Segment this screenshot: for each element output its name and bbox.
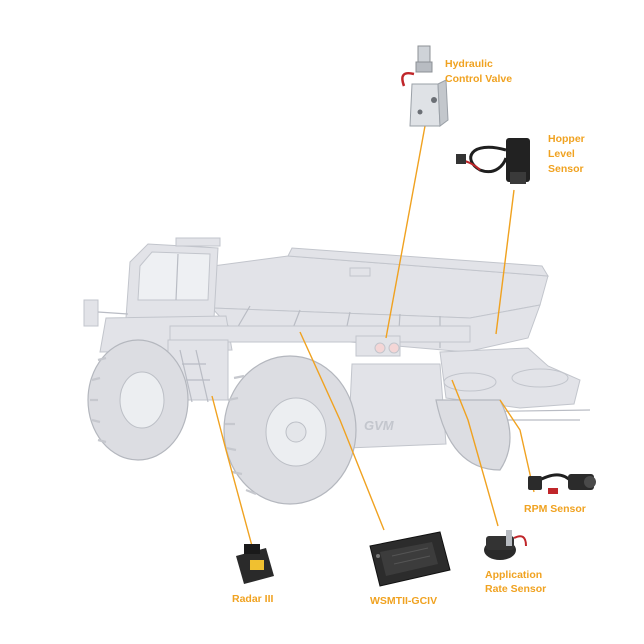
front-wheel — [87, 339, 189, 461]
label-rpm: RPM Sensor — [524, 503, 586, 515]
spreader-truck: GVM — [83, 237, 591, 505]
leader-radar — [211, 395, 253, 547]
label-application: Application Rate Sensor — [485, 569, 546, 595]
label-radar: Radar III — [232, 593, 274, 605]
leader-application — [451, 379, 499, 527]
far-rear-wheel — [435, 399, 511, 471]
radar-icon — [236, 544, 274, 584]
leader-hopper — [495, 189, 515, 335]
chassis: GVM — [167, 325, 471, 449]
rear-wheel — [223, 355, 357, 505]
controller-module-icon — [369, 531, 451, 587]
truck-decal: GVM — [364, 418, 395, 433]
application-sensor-icon — [484, 530, 527, 560]
label-hopper: Hopper Level Sensor — [548, 133, 588, 175]
hydraulic-valve-icon — [401, 45, 449, 127]
hopper-sensor-icon — [456, 138, 530, 184]
labels: Hydraulic Control Valve Hopper Level Sen… — [232, 58, 588, 607]
label-controller: WSMTII-GCIV — [370, 595, 437, 607]
leader-hydraulic — [385, 125, 426, 339]
leader-controller — [299, 331, 385, 531]
label-hydraulic: Hydraulic Control Valve — [445, 58, 512, 85]
leader-lines — [211, 125, 535, 547]
rpm-sensor-icon — [528, 473, 596, 494]
spinner-assembly — [439, 347, 591, 421]
leader-rpm — [499, 399, 535, 493]
